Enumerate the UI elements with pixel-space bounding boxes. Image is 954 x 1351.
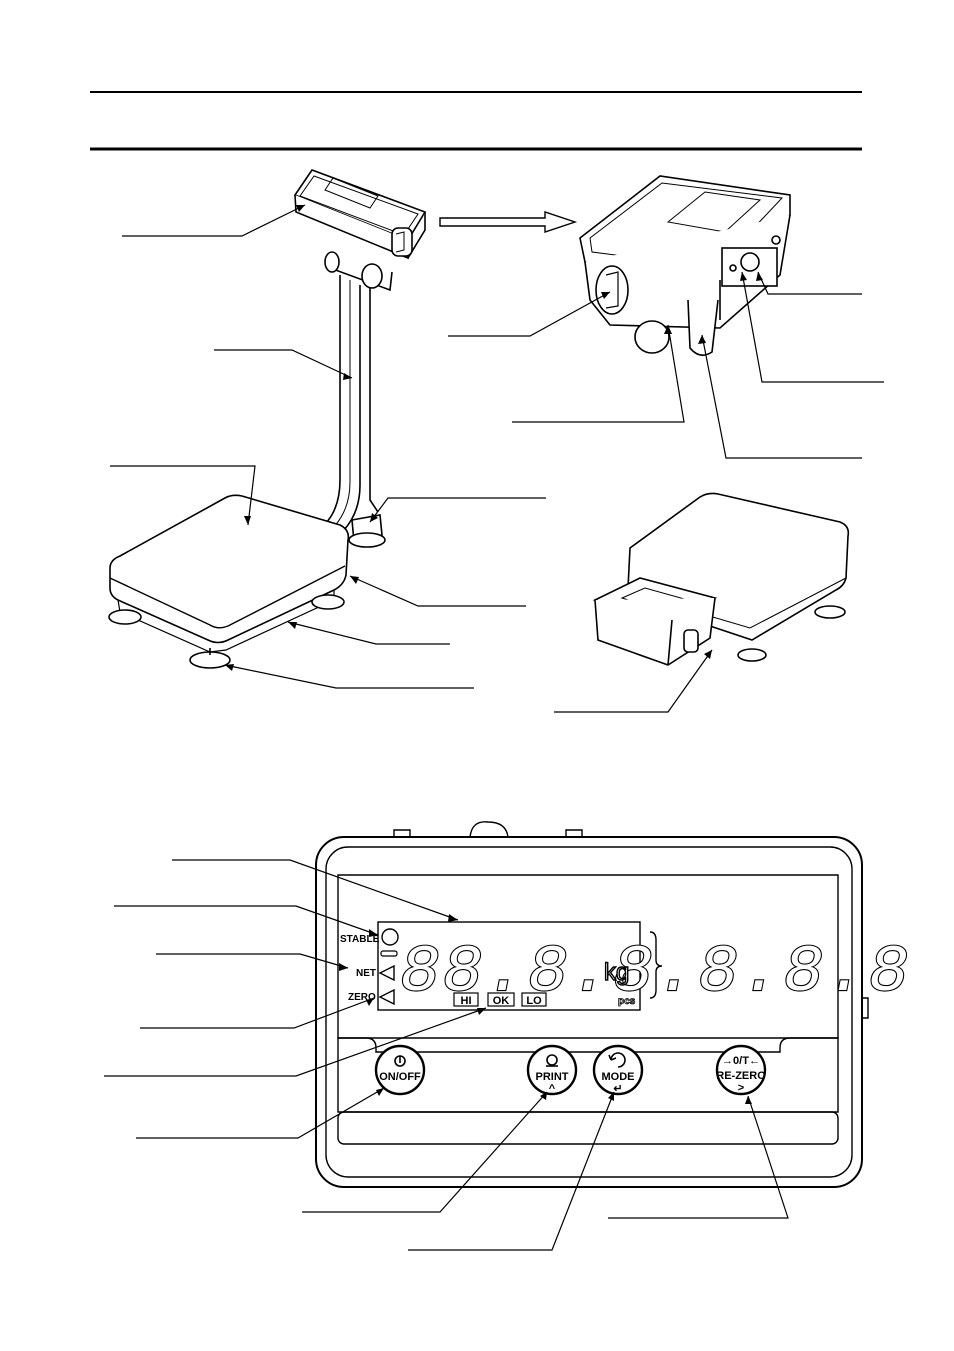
on-off-label: ON/OFF: [379, 1071, 421, 1083]
column-indicator-head: [293, 169, 427, 292]
zero-tare-button[interactable]: →0/T← RE-ZERO >: [715, 1044, 767, 1096]
weight-display-digits: 88.8.8.8.8.8: [400, 935, 911, 1010]
zero-label: ZERO: [348, 992, 376, 1003]
mode-button[interactable]: MODE ↵: [592, 1044, 644, 1096]
tabletop-scale-illustration: [592, 492, 850, 666]
net-label: NET: [356, 968, 376, 979]
leader-lines-upper: [110, 204, 884, 713]
print-label: PRINT: [536, 1071, 569, 1083]
stable-label: STABLE: [340, 934, 380, 945]
lo-indicator: LO: [526, 995, 542, 1007]
re-zero-label: RE-ZERO: [716, 1070, 766, 1082]
mode-label: MODE: [602, 1071, 635, 1083]
hi-indicator: HI: [461, 995, 472, 1007]
net-arrow-icon: [378, 964, 395, 982]
cycle-icon: [608, 1052, 626, 1068]
unit-pcs: pcs: [618, 996, 636, 1007]
indicator-detail-illustration: [579, 175, 791, 356]
adjustable-feet: [108, 594, 345, 669]
print-sub-label: ^: [549, 1083, 556, 1095]
column-pole: [309, 275, 361, 546]
zero-tare-label: →0/T←: [722, 1055, 760, 1067]
ok-indicator: OK: [493, 995, 510, 1007]
mode-sub-label: ↵: [613, 1083, 622, 1095]
lcd-window: [377, 921, 641, 1011]
zero-arrow-icon: [378, 988, 395, 1006]
printer-icon: [546, 1054, 558, 1067]
indicator-front-panel: [315, 821, 869, 1188]
re-zero-sub-label: >: [738, 1082, 744, 1094]
arrowheads: [225, 205, 763, 1104]
stable-indicator-icon: [381, 928, 399, 946]
column-scale-illustration: [108, 169, 427, 669]
dash-segment: [380, 950, 398, 957]
unit-kg: kg: [604, 959, 629, 986]
leader-lines-panel: [104, 859, 789, 1251]
detail-arrow: [439, 211, 578, 233]
print-button[interactable]: PRINT ^: [526, 1044, 578, 1096]
on-off-button[interactable]: ON/OFF: [374, 1044, 426, 1096]
